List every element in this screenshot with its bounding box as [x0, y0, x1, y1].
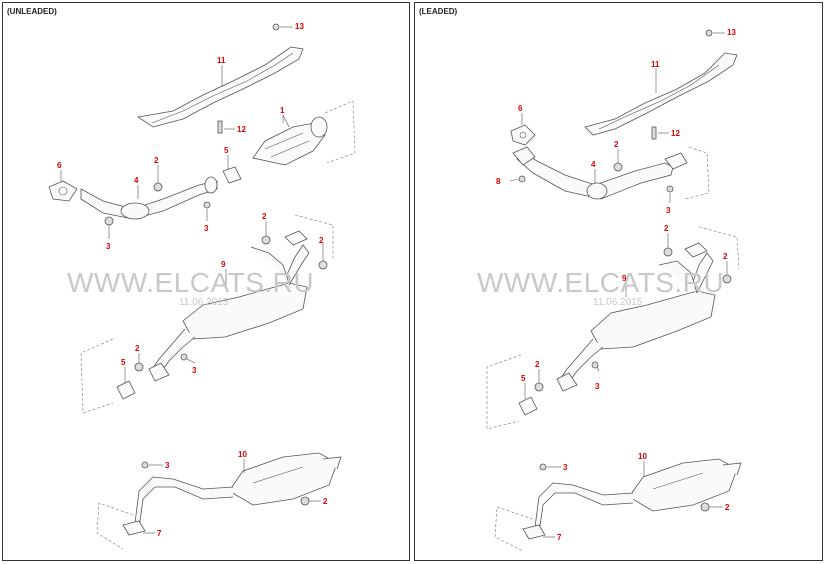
- nut-part: [104, 216, 114, 226]
- callout-2: 2: [664, 224, 669, 233]
- callout-2: 2: [723, 252, 728, 261]
- watermark-date: 11.06.2015: [593, 297, 643, 308]
- callout-6: 6: [57, 161, 62, 170]
- callout-9: 9: [622, 274, 627, 283]
- callout-2: 2: [135, 344, 140, 353]
- callout-3: 3: [106, 242, 111, 251]
- callout-5: 5: [224, 146, 229, 155]
- nut-part: [534, 382, 544, 392]
- callout-5: 5: [521, 374, 526, 383]
- center-muffler-part: [556, 242, 716, 392]
- nut-part: [203, 201, 211, 209]
- nut-part: [539, 463, 547, 471]
- callout-13: 13: [295, 22, 304, 31]
- nut-part: [318, 260, 328, 270]
- panel-title: (LEADED): [419, 7, 458, 16]
- heat-shield-part: [136, 46, 304, 128]
- rear-muffler-part: [522, 458, 742, 540]
- nut-part: [666, 185, 674, 193]
- catalytic-converter-part: [252, 116, 328, 166]
- callout-12: 12: [671, 129, 680, 138]
- nut-part: [141, 461, 149, 469]
- callout-10: 10: [638, 452, 647, 461]
- exhaust-diagram-leaded: 13 11 12 6 2 4 8 3 2 2 9 2 5 3 10 3 2 7: [486, 28, 742, 552]
- center-muffler-part: [148, 230, 310, 382]
- callout-10: 10: [238, 450, 247, 459]
- nut-part: [134, 362, 144, 372]
- heat-shield-part: [584, 52, 738, 136]
- leaded-panel: (LEADED): [414, 2, 823, 561]
- nut-part: [700, 502, 710, 512]
- watermark-date: 11.06.2015: [179, 297, 229, 308]
- nut-part: [722, 274, 732, 284]
- exhaust-diagram-unleaded: 13 11 12 1 6 2 4 5 3 3 2 2 9 2 5 3 10 3 …: [48, 22, 356, 550]
- callout-6: 6: [518, 104, 523, 113]
- callout-2: 2: [725, 503, 730, 512]
- gasket-part: [518, 396, 538, 416]
- callout-2: 2: [154, 156, 159, 165]
- callout-3: 3: [192, 366, 197, 375]
- nut-part: [663, 247, 673, 257]
- bolt-part: [217, 120, 223, 134]
- watermark-text: WWW.ELCATS.RU: [67, 267, 315, 298]
- rear-muffler-part: [122, 452, 342, 536]
- nut-part: [613, 162, 623, 172]
- callout-3: 3: [165, 461, 170, 470]
- panel-title: (UNLEADED): [7, 7, 57, 16]
- callout-2: 2: [323, 497, 328, 506]
- callout-11: 11: [651, 60, 660, 69]
- callout-7: 7: [157, 529, 162, 538]
- bolt-part: [651, 126, 657, 140]
- callout-2: 2: [262, 212, 267, 221]
- callout-2: 2: [319, 236, 324, 245]
- callout-8: 8: [496, 177, 501, 186]
- callout-1: 1: [280, 106, 285, 115]
- callout-5: 5: [121, 358, 126, 367]
- gasket-part: [222, 166, 242, 184]
- nut-part: [261, 235, 271, 245]
- callout-4: 4: [591, 160, 596, 169]
- callout-11: 11: [217, 56, 226, 65]
- callout-3: 3: [563, 463, 568, 472]
- bolt-part: [272, 23, 280, 31]
- watermark-text: WWW.ELCATS.RU: [477, 267, 725, 298]
- callout-3: 3: [595, 382, 600, 391]
- nut-part: [300, 496, 310, 506]
- gasket-part: [116, 380, 136, 400]
- front-pipe-part: [516, 150, 688, 200]
- callout-2: 2: [614, 140, 619, 149]
- nut-part: [180, 353, 188, 361]
- callout-9: 9: [221, 260, 226, 269]
- nut-part: [518, 175, 526, 183]
- callout-3: 3: [666, 206, 671, 215]
- callout-4: 4: [134, 176, 139, 185]
- callout-3: 3: [204, 224, 209, 233]
- callout-2: 2: [535, 360, 540, 369]
- front-pipe-part: [80, 176, 218, 220]
- unleaded-panel: (UNLEADED): [2, 2, 410, 561]
- nut-part: [153, 182, 163, 192]
- nut-part: [591, 361, 599, 369]
- flange-part: [512, 146, 536, 166]
- callout-7: 7: [557, 533, 562, 542]
- callout-12: 12: [237, 125, 246, 134]
- bolt-part: [705, 29, 713, 37]
- callout-13: 13: [727, 28, 736, 37]
